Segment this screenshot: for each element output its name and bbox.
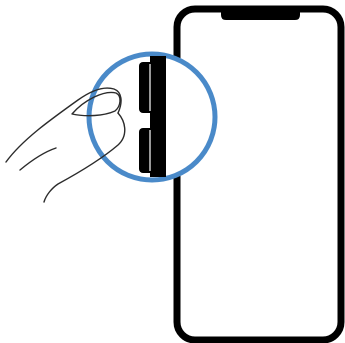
notch-icon [221,10,300,20]
volume-down-button-icon [139,128,155,173]
smartphone-icon [177,9,341,340]
finger-knuckle-line [20,148,56,170]
phone-frame [177,9,341,340]
volume-up-button-icon [139,62,155,113]
